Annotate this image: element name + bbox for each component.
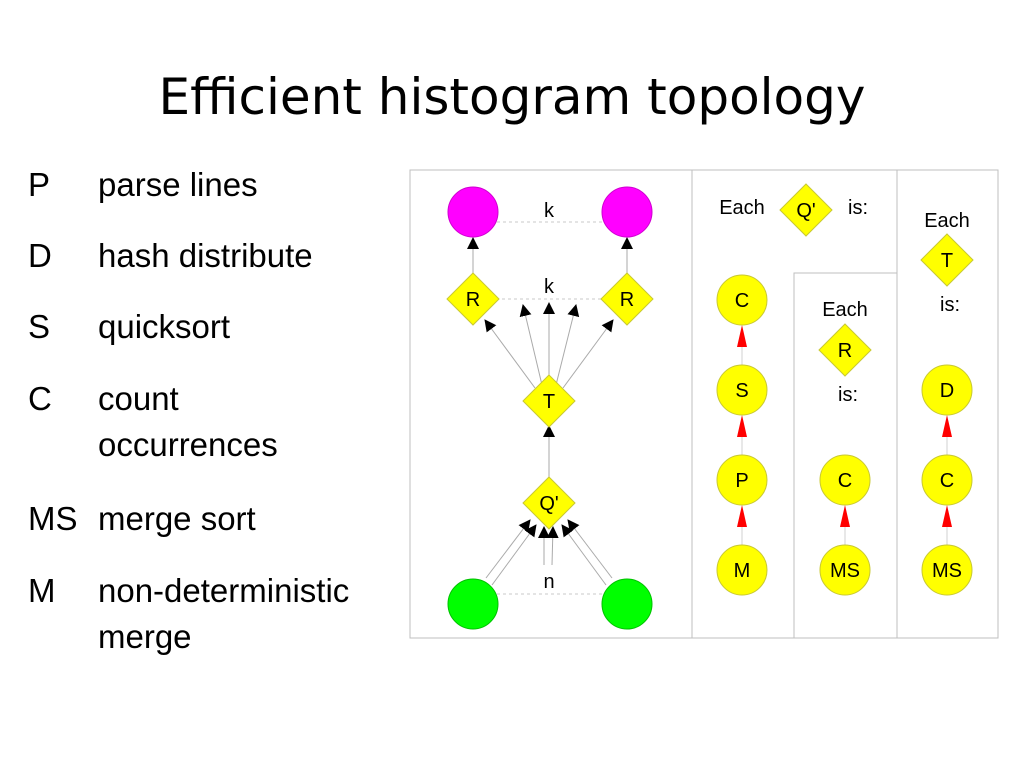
r-left-diamond <box>446 272 500 326</box>
legend-code-ms: MS <box>28 500 78 537</box>
black-edges <box>467 237 633 586</box>
source-node-right <box>601 578 653 630</box>
q-diamond <box>522 476 576 530</box>
t-chain-node-2 <box>921 454 973 506</box>
q-panel-is: is: <box>848 197 868 219</box>
legend-desc-m: non-deterministic merge <box>98 572 350 655</box>
r-chain-label-2: MS <box>830 560 860 582</box>
r-chain-label-1: C <box>838 470 852 492</box>
q-chain-node-2 <box>716 364 768 416</box>
t-chain-node-1 <box>921 364 973 416</box>
red-arrow-q-2 <box>737 415 747 437</box>
legend-code-s: S <box>28 308 51 345</box>
t-panel-is: is: <box>940 294 960 316</box>
slide-title: Efficient histogram topology <box>158 68 866 126</box>
q-chain-node-3 <box>716 454 768 506</box>
red-arrows <box>737 325 952 527</box>
q-chain-node-4 <box>716 544 768 596</box>
t-label: T <box>543 391 555 413</box>
t-chain-label-2: C <box>940 470 954 492</box>
t-panel-each: Each <box>924 210 970 232</box>
sink-node-left <box>447 186 499 238</box>
edge-n2 <box>546 526 559 566</box>
legend-code-c: C <box>28 380 52 417</box>
panel-borders <box>409 169 999 639</box>
panel-t <box>896 169 999 639</box>
q-panel-node-label: Q' <box>796 200 815 222</box>
q-panel-diamond <box>779 183 833 237</box>
r-right-diamond <box>600 272 654 326</box>
legend-desc-d: hash distribute <box>98 237 313 274</box>
r-chain-node-2 <box>819 544 871 596</box>
legend-desc-c: count occurrences <box>98 380 278 463</box>
red-arrow-q-3 <box>737 505 747 527</box>
t-chain-label-1: D <box>940 380 954 402</box>
chain-nodes <box>716 274 973 596</box>
r-panel-node-label: R <box>838 340 852 362</box>
r-chain-node-1 <box>819 454 871 506</box>
source-node-left <box>447 578 499 630</box>
red-arrow-t-1 <box>942 415 952 437</box>
t-diamond <box>522 374 576 428</box>
red-stems <box>741 347 948 545</box>
t-panel-node-label: T <box>941 250 953 272</box>
edge-source-right-to-q <box>567 519 613 579</box>
legend-desc-ms: merge sort <box>98 500 256 537</box>
red-arrow-t-2 <box>942 505 952 527</box>
dashed-links <box>490 221 608 595</box>
t-panel-diamond <box>920 233 974 287</box>
q-chain-node-1 <box>716 274 768 326</box>
label-n: n <box>543 571 554 593</box>
q-chain-label-2: S <box>735 380 748 402</box>
legend-code-d: D <box>28 237 52 274</box>
edge-source-right-to-q2 <box>561 524 607 586</box>
edge-t-to-mid3 <box>555 304 580 386</box>
diagram-labels: k k n R R T Q' Each Q' is: C S P M Each … <box>466 197 970 593</box>
red-arrow-q-1 <box>737 325 747 347</box>
red-arrow-r-1 <box>840 505 850 527</box>
edge-source-left-to-q2 <box>491 524 537 586</box>
t-chain-node-3 <box>921 544 973 596</box>
legend-desc-s: quicksort <box>98 308 231 345</box>
q-chain-label-1: C <box>735 290 749 312</box>
legend-desc-p: parse lines <box>98 166 258 203</box>
r-right-label: R <box>620 289 634 311</box>
edge-t-to-r-left <box>484 319 536 389</box>
diamond-nodes <box>446 183 974 530</box>
r-panel-each: Each <box>822 299 868 321</box>
legend-code-p: P <box>28 166 51 203</box>
sink-node-right <box>601 186 653 238</box>
edge-t-to-mid1 <box>519 304 543 386</box>
q-chain-label-3: P <box>735 470 748 492</box>
r-left-label: R <box>466 289 480 311</box>
label-k-mid: k <box>544 276 555 298</box>
r-panel-is: is: <box>838 384 858 406</box>
q-chain-label-4: M <box>734 560 751 582</box>
q-label: Q' <box>539 493 558 515</box>
q-panel-each: Each <box>719 197 765 219</box>
edge-source-left-to-q <box>485 519 531 579</box>
t-chain-label-3: MS <box>932 560 962 582</box>
r-panel-diamond <box>818 323 872 377</box>
label-k-top: k <box>544 200 555 222</box>
legend: P parse lines D hash distribute S quicks… <box>28 0 418 768</box>
legend-code-m: M <box>28 572 56 609</box>
edge-t-to-r-right <box>562 319 614 389</box>
panel-r-divider <box>793 272 897 638</box>
